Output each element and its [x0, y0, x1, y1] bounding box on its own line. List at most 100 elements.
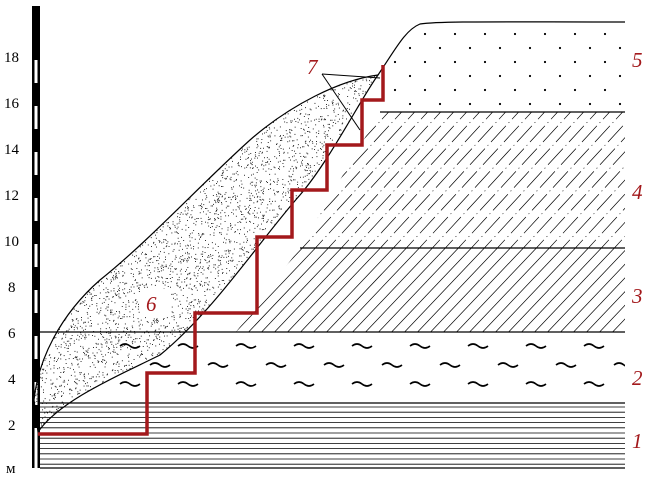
stipple-dot — [53, 165, 55, 166]
stipple-dot — [120, 146, 122, 148]
stipple-dot — [358, 93, 360, 95]
stipple-dot — [42, 409, 43, 411]
stipple-dot — [124, 253, 126, 255]
stipple-dot — [154, 388, 155, 390]
stipple-dot — [166, 376, 168, 378]
stipple-dot — [369, 260, 371, 262]
stipple-dot — [85, 321, 86, 323]
stipple-dot — [355, 265, 357, 267]
stipple-dot — [66, 330, 68, 332]
stipple-dot — [115, 236, 117, 238]
stipple-dot — [84, 147, 86, 149]
stipple-dot — [47, 141, 49, 143]
stipple-dot — [97, 117, 99, 119]
stipple-dot — [113, 86, 115, 88]
stipple-dot — [248, 189, 250, 191]
stipple-dot — [311, 87, 313, 88]
stipple-dot — [308, 178, 310, 180]
scale-segment — [34, 244, 38, 267]
stipple-dot — [304, 301, 306, 302]
stipple-dot — [136, 74, 137, 75]
stipple-dot — [305, 437, 306, 438]
stipple-dot — [221, 347, 222, 348]
stipple-dot — [292, 173, 294, 175]
stippled-body: 6 — [33, 73, 382, 438]
stipple-dot — [326, 104, 327, 105]
stipple-dot — [100, 333, 101, 335]
stipple-dot — [380, 73, 381, 74]
stipple-dot — [95, 295, 97, 296]
stipple-dot — [87, 355, 89, 357]
stipple-dot — [125, 340, 127, 342]
stipple-dot — [85, 425, 87, 427]
stipple-dot — [60, 346, 62, 348]
stipple-dot — [180, 185, 182, 186]
stipple-dot — [96, 239, 98, 241]
stipple-dot — [83, 179, 84, 181]
stipple-dot — [114, 276, 116, 278]
stipple-dot — [355, 80, 356, 82]
stipple-dot — [295, 166, 297, 168]
stipple-dot — [180, 75, 182, 76]
stipple-dot — [208, 404, 210, 406]
stipple-dot — [112, 198, 114, 200]
stipple-dot — [54, 216, 55, 218]
stipple-dot — [113, 167, 115, 169]
stipple-dot — [207, 413, 209, 414]
stipple-dot — [65, 234, 66, 236]
stipple-dot — [240, 349, 241, 351]
stipple-dot — [317, 267, 319, 269]
stipple-dot — [127, 347, 128, 349]
stipple-dot — [117, 233, 119, 235]
stipple-dot — [316, 374, 318, 376]
stipple-dot — [350, 214, 352, 216]
stipple-dot — [174, 92, 176, 94]
stipple-dot — [179, 300, 181, 302]
stipple-dot — [249, 195, 251, 197]
stipple-dot — [56, 317, 58, 319]
stipple-dot — [206, 104, 207, 106]
stipple-dot — [82, 249, 84, 251]
stipple-dot — [338, 161, 340, 162]
stipple-dot — [264, 122, 266, 124]
stipple-dot — [290, 129, 292, 131]
stipple-dot — [145, 140, 147, 142]
stipple-dot — [379, 300, 380, 301]
stipple-dot — [381, 228, 382, 229]
stipple-dot — [211, 84, 213, 86]
stipple-dot — [228, 260, 229, 262]
stipple-dot — [125, 426, 127, 428]
stipple-dot — [155, 420, 157, 422]
stipple-dot — [156, 334, 158, 336]
stipple-dot — [189, 233, 191, 235]
stipple-dot — [134, 123, 136, 124]
stipple-dot — [195, 135, 197, 137]
stipple-dot — [379, 157, 380, 158]
stipple-dot — [115, 272, 117, 274]
stipple-dot — [102, 192, 104, 194]
stipple-dot — [153, 242, 154, 244]
stipple-dot — [306, 429, 308, 431]
stipple-dot — [159, 193, 161, 194]
stipple-dot — [233, 365, 234, 367]
stipple-dot — [314, 224, 316, 226]
scale-ticks: м 2 4 6 8 10 12 14 16 18 — [4, 50, 20, 477]
stipple-dot — [52, 246, 54, 248]
stipple-dot — [56, 217, 58, 219]
stipple-dot — [236, 359, 238, 361]
stipple-dot — [252, 97, 254, 99]
stipple-dot — [187, 410, 188, 412]
stipple-dot — [126, 380, 128, 381]
stipple-dot — [282, 163, 284, 164]
stipple-dot — [84, 354, 86, 356]
stipple-dot — [133, 182, 135, 183]
stipple-dot — [277, 148, 279, 150]
stipple-dot — [41, 315, 43, 317]
stipple-dot — [308, 430, 310, 432]
stipple-dot — [281, 208, 282, 210]
stipple-dot — [288, 353, 289, 355]
stipple-dot — [237, 124, 239, 126]
stipple-dot — [303, 359, 305, 361]
stipple-dot — [97, 133, 99, 134]
stipple-dot — [183, 169, 185, 170]
